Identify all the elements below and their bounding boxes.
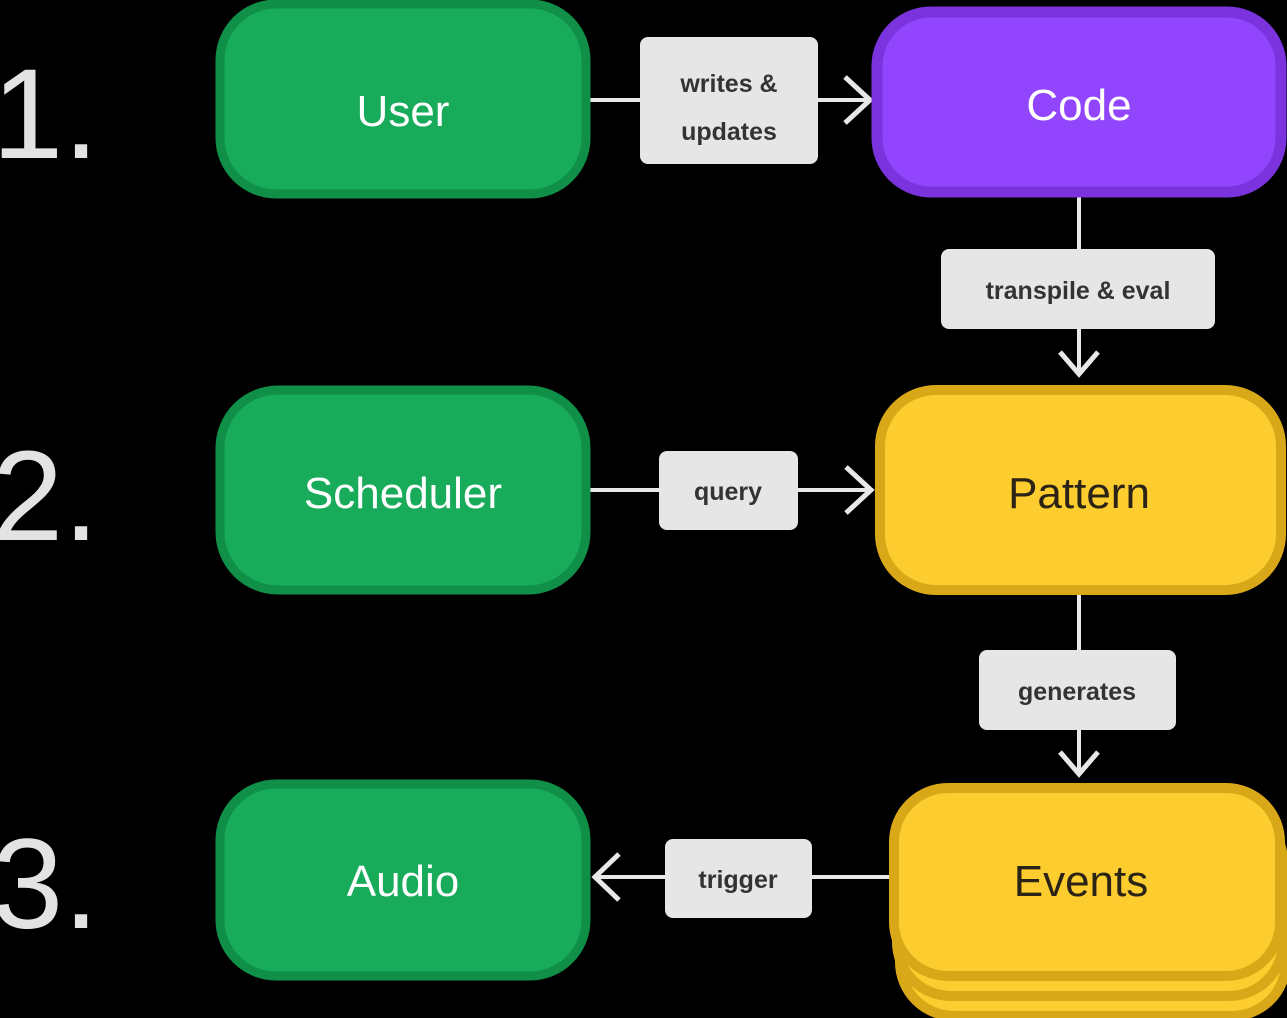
- node-user-shape[interactable]: [215, 0, 591, 199]
- step-number-1: 1.: [0, 43, 99, 186]
- edge-label-updates: updates: [681, 118, 777, 146]
- edge-label-chip-writes-updates: [640, 37, 818, 164]
- edge-label-generates: generates: [1018, 678, 1136, 706]
- node-pattern-shape[interactable]: [875, 385, 1286, 595]
- arrowhead-down-code-pattern: [1058, 350, 1100, 378]
- node-audio[interactable]: Audio: [215, 779, 591, 981]
- node-audio-shape[interactable]: [215, 779, 591, 981]
- arrowhead-right-scheduler-pattern: [844, 465, 875, 515]
- edge-label-trigger: trigger: [698, 866, 777, 894]
- node-user[interactable]: User: [215, 0, 591, 199]
- edge-user-to-code: writes & updates: [584, 37, 874, 164]
- node-audio-label: Audio: [347, 857, 460, 906]
- node-events-label: Events: [1014, 857, 1149, 906]
- step-number-2: 2.: [0, 425, 99, 568]
- step-number-3: 3.: [0, 813, 99, 956]
- node-pattern[interactable]: Pattern: [875, 385, 1286, 595]
- node-code[interactable]: Code: [871, 6, 1287, 198]
- edge-code-to-pattern: transpile & eval: [941, 196, 1215, 378]
- edge-label-chip-query: [659, 451, 798, 530]
- edge-label-transpile-eval: transpile & eval: [986, 277, 1171, 305]
- node-pattern-label: Pattern: [1008, 469, 1150, 518]
- edge-label-chip-trigger: [665, 839, 812, 918]
- node-scheduler[interactable]: Scheduler: [215, 385, 591, 595]
- edge-scheduler-to-pattern: query: [590, 451, 875, 530]
- arrowhead-right-user-code: [843, 75, 874, 125]
- edge-label-query: query: [694, 478, 762, 506]
- node-events[interactable]: Events: [889, 783, 1287, 1018]
- node-code-label: Code: [1026, 81, 1131, 130]
- edge-label-chip-generates: [979, 650, 1176, 730]
- arrowhead-down-pattern-events: [1058, 750, 1100, 778]
- edge-label-chip-transpile-eval: [941, 249, 1215, 329]
- node-events-shape[interactable]: [889, 783, 1285, 981]
- node-user-label: User: [357, 87, 450, 136]
- node-code-shape[interactable]: [871, 6, 1287, 198]
- node-scheduler-label: Scheduler: [304, 469, 502, 518]
- edge-label-writes: writes &: [679, 70, 777, 98]
- node-scheduler-shape[interactable]: [215, 385, 591, 595]
- arrowhead-left-events-audio: [591, 852, 621, 902]
- edge-events-to-audio: trigger: [591, 839, 900, 918]
- edge-pattern-to-events: generates: [979, 592, 1176, 778]
